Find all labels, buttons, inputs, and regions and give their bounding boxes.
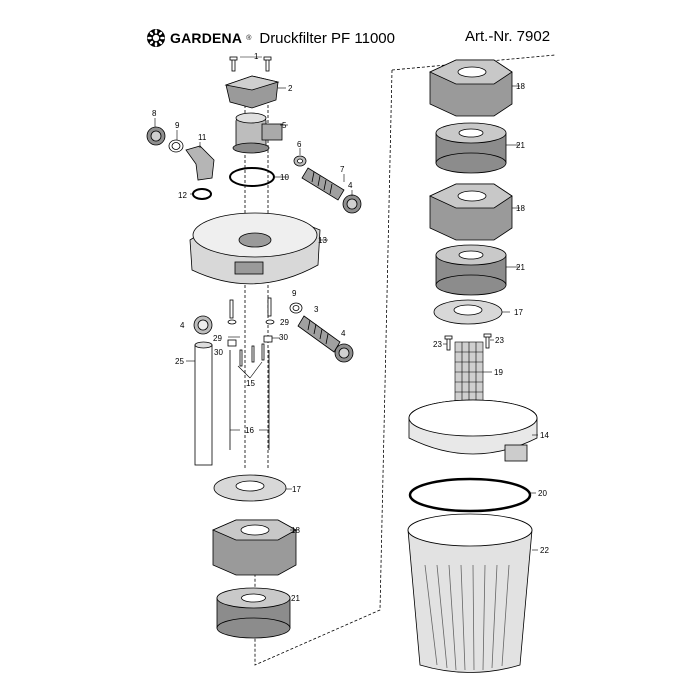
part-label: 16 [245,426,254,435]
part-11-elbow [185,145,215,181]
part-4-nut-lower [334,343,354,363]
part-label: 1 [254,52,259,61]
product-title: Druckfilter PF 11000 [259,29,395,47]
part-22-filter-housing [407,513,533,673]
part-label: 13 [318,236,327,245]
part-label: 14 [540,431,549,440]
part-label: 29 [280,318,289,327]
part-10-o-ring [229,167,275,187]
part-label: 17 [292,485,301,494]
part-21-ring-top [435,122,507,174]
part-label: 2 [288,84,293,93]
part-label: 30 [214,348,223,357]
part-number-labels: 1 2 5 6 7 4 8 9 11 12 10 13 9 4 3 29 29 … [152,52,549,603]
brand-name: GARDENA [170,30,243,46]
part-6-seal [293,155,307,167]
part-4-nut-upper [342,194,362,214]
part-25-tube [194,341,213,466]
part-label: 29 [213,334,222,343]
part-label: 17 [514,308,523,317]
part-2-top-cover [224,75,280,109]
part-label: 8 [152,109,157,118]
part-label: 15 [246,379,255,388]
part-label: 18 [291,526,300,535]
part-1-screw [229,56,272,72]
part-label: 21 [516,263,525,272]
part-13-lid [189,212,321,285]
part-3-hose-connector [297,315,341,353]
part-label: 30 [279,333,288,342]
part-label: 9 [292,289,297,298]
part-label: 18 [516,204,525,213]
part-9-ring-lower [289,302,303,314]
part-label: 11 [198,133,207,142]
part-label: 9 [175,121,180,130]
part-17-plate-lower [213,474,287,502]
part-21-ring-middle [435,244,507,296]
registered-mark: ® [246,34,252,42]
part-label: 7 [340,165,345,174]
part-8-nut [146,126,166,146]
part-label: 10 [280,173,289,182]
gardena-logo-icon [147,29,165,47]
part-4-nut-left [193,315,213,335]
part-label: 4 [180,321,185,330]
part-18-foam-middle [429,183,513,241]
part-label: 5 [282,121,287,130]
part-21-ring-lower [216,587,291,639]
part-label: 6 [297,140,302,149]
part-label: 20 [538,489,547,498]
parts-29-30-fittings [227,297,275,367]
part-label: 23 [495,336,504,345]
part-14-clamp-ring [408,399,538,462]
part-label: 12 [178,191,187,200]
part-label: 25 [175,357,184,366]
part-label: 21 [516,141,525,150]
part-label: 23 [433,340,442,349]
part-18-foam-lower [211,519,297,576]
part-5-valve-body [232,112,283,154]
part-18-foam-top [429,59,513,117]
leader-lines [154,56,538,551]
part-7-hose-connector [301,167,345,201]
part-label: 21 [291,594,300,603]
part-label: 22 [540,546,549,555]
part-label: 4 [348,181,353,190]
part-17-plate-upper [433,299,503,325]
part-20-o-ring-large [408,477,532,513]
part-9-ring-upper [168,139,184,153]
article-number: Art.-Nr. 7902 [465,28,551,45]
part-16-rods [229,350,270,450]
part-label: 3 [314,305,319,314]
part-label: 4 [341,329,346,338]
part-12-o-ring [192,188,212,200]
brand-header: GARDENA® Druckfilter PF 11000 [146,28,395,48]
part-label: 18 [516,82,525,91]
part-label: 19 [494,368,503,377]
